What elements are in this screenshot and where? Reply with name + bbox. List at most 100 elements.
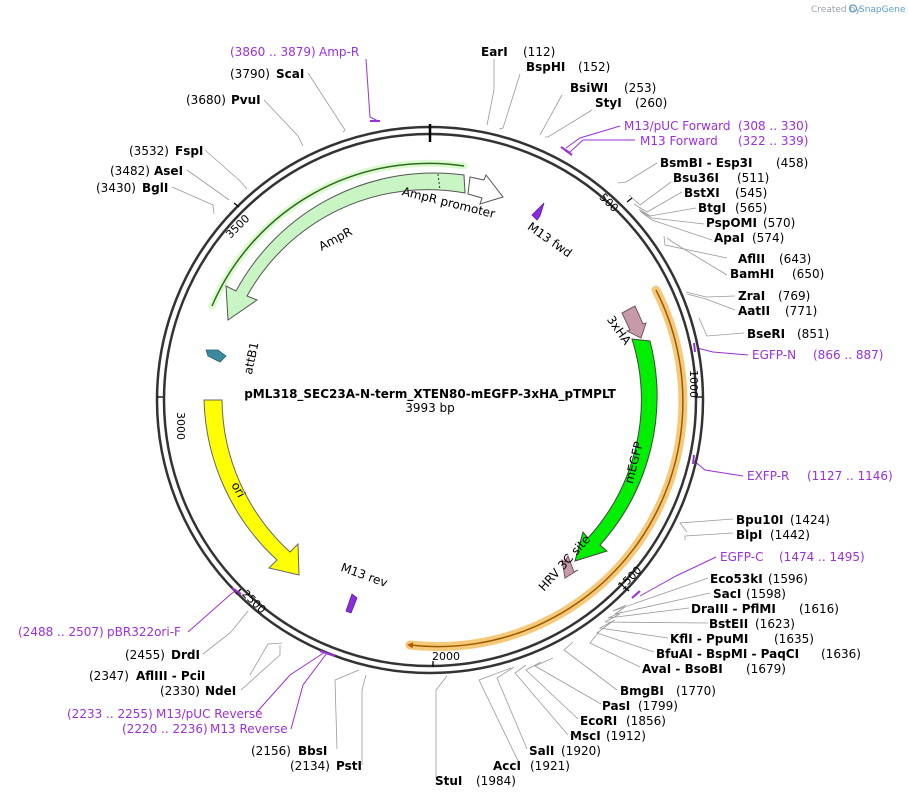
insert-highlight-line <box>407 289 684 649</box>
site-name: DraIII - PflMI <box>691 602 776 616</box>
site-pos: (511) <box>737 171 769 185</box>
primer-name: M13/pUC Reverse <box>156 707 263 721</box>
site-pos: (771) <box>785 304 817 318</box>
site-pos: (2347) <box>89 669 129 683</box>
site-pos: (1616) <box>799 602 839 616</box>
credit-brand: SnapGene <box>859 5 906 15</box>
snapgene-logo-icon <box>848 4 858 13</box>
ampr-label: AmpR <box>316 224 354 253</box>
site-pos: (1635) <box>774 632 814 646</box>
primer-range: (1127 .. 1146) <box>807 469 893 483</box>
site-pos: (458) <box>776 156 808 170</box>
site-name: Bpu10I <box>736 513 783 527</box>
site-pos: (3790) <box>230 67 270 81</box>
site-name: EarI <box>481 45 508 59</box>
site-name: BstXI <box>684 186 720 200</box>
primer-name: pBR322ori-F <box>107 625 181 639</box>
site-pos: (1921) <box>530 759 570 773</box>
site-name: AccI <box>493 759 521 773</box>
primer-range: (2488 .. 2507) <box>18 625 104 639</box>
site-pos: (545) <box>735 186 767 200</box>
site-pos: (3680) <box>186 93 226 107</box>
ori-label: ori <box>229 480 249 500</box>
primer-range: (1474 .. 1495) <box>779 550 865 564</box>
site-name: StuI <box>435 774 462 788</box>
site-pos: (112) <box>523 45 555 59</box>
primer-range: (2220 .. 2236) <box>122 722 208 736</box>
site-pos: (1912) <box>606 729 646 743</box>
site-name: SalI <box>529 744 554 758</box>
ampr-feature <box>225 172 466 321</box>
site-name: ScaI <box>276 67 304 81</box>
site-name: Eco53kI <box>710 572 763 586</box>
site-pos: (260) <box>635 96 667 110</box>
site-pos: (650) <box>792 267 824 281</box>
site-pos: (1636) <box>821 647 861 661</box>
attb1-feature <box>205 349 227 363</box>
ampr-promoter-feature <box>467 174 504 205</box>
m13-fwd-label: M13 fwd <box>525 220 575 261</box>
site-name: Bsu36I <box>673 171 719 185</box>
site-pos: (1442) <box>770 528 810 542</box>
primer-name: EXFP-R <box>747 469 789 483</box>
tick-label-2000: 2000 <box>432 650 460 663</box>
site-leader-lines <box>171 59 745 778</box>
site-name: AatII <box>738 304 770 318</box>
site-pos: (570) <box>763 216 795 230</box>
primer-range: (3860 .. 3879) <box>230 45 316 59</box>
primer-marks <box>231 120 696 657</box>
primer-name: M13 Forward <box>640 134 718 148</box>
site-name: BfuAI - BspMI - PaqCI <box>656 647 799 661</box>
plasmid-name: pML318_SEC23A-N-term_XTEN80-mEGFP-3xHA_p… <box>244 387 616 402</box>
site-name: EcoRI <box>580 714 617 728</box>
primer-name: EGFP-N <box>752 348 796 362</box>
site-name: PvuI <box>231 93 261 107</box>
site-name: BlpI <box>736 528 762 542</box>
primer-range: (322 .. 339) <box>738 134 808 148</box>
site-name: BsmBI - Esp3I <box>660 156 752 170</box>
primer-labels: (3860 .. 3879) Amp-R M13/pUC Forward (30… <box>18 45 893 736</box>
primer-name: M13 Reverse <box>210 722 288 736</box>
site-name: DrdI <box>171 648 200 662</box>
megfp-feature <box>574 338 658 562</box>
site-pos: (565) <box>735 201 767 215</box>
site-name: BsiWI <box>570 81 608 95</box>
site-pos: (3532) <box>129 144 169 158</box>
site-name: PstI <box>336 759 362 773</box>
site-name: FspI <box>175 144 203 158</box>
site-name: StyI <box>595 96 622 110</box>
primer-name: M13/pUC Forward <box>624 119 731 133</box>
three-xha-feature <box>621 305 647 339</box>
plasmid-size: 3993 bp <box>405 401 455 415</box>
primer-range: (308 .. 330) <box>738 119 808 133</box>
site-name: SacI <box>713 587 741 601</box>
site-pos: (2156) <box>251 744 291 758</box>
site-pos: (1424) <box>790 513 830 527</box>
site-name: NdeI <box>205 684 236 698</box>
site-name: BtgI <box>698 201 726 215</box>
m13-fwd-feature <box>531 202 545 221</box>
site-pos: (851) <box>797 327 829 341</box>
site-pos: (574) <box>752 231 784 245</box>
site-pos: (769) <box>778 289 810 303</box>
site-name: PspOMI <box>706 216 757 230</box>
site-pos: (1770) <box>676 684 716 698</box>
site-name: KflI - PpuMI <box>670 632 748 646</box>
site-pos: (1984) <box>476 774 516 788</box>
site-name: ZraI <box>738 289 765 303</box>
primer-range: (866 .. 887) <box>813 348 883 362</box>
site-name: BglI <box>142 181 168 195</box>
primer-leader-lines <box>187 58 749 730</box>
site-name: AflII <box>738 252 765 266</box>
site-pos: (1920) <box>561 744 601 758</box>
site-name: BspHI <box>526 60 565 74</box>
attb1-label: attB1 <box>241 341 261 376</box>
hrv-3c-label: HRV 3C site <box>536 532 593 594</box>
tick-label-1000: 1000 <box>687 370 700 398</box>
site-pos: (1598) <box>746 587 786 601</box>
site-name: AseI <box>154 164 183 178</box>
credit-prefix: Created by <box>811 5 861 15</box>
primer-name: Amp-R <box>319 45 359 59</box>
site-name: ApaI <box>714 231 744 245</box>
